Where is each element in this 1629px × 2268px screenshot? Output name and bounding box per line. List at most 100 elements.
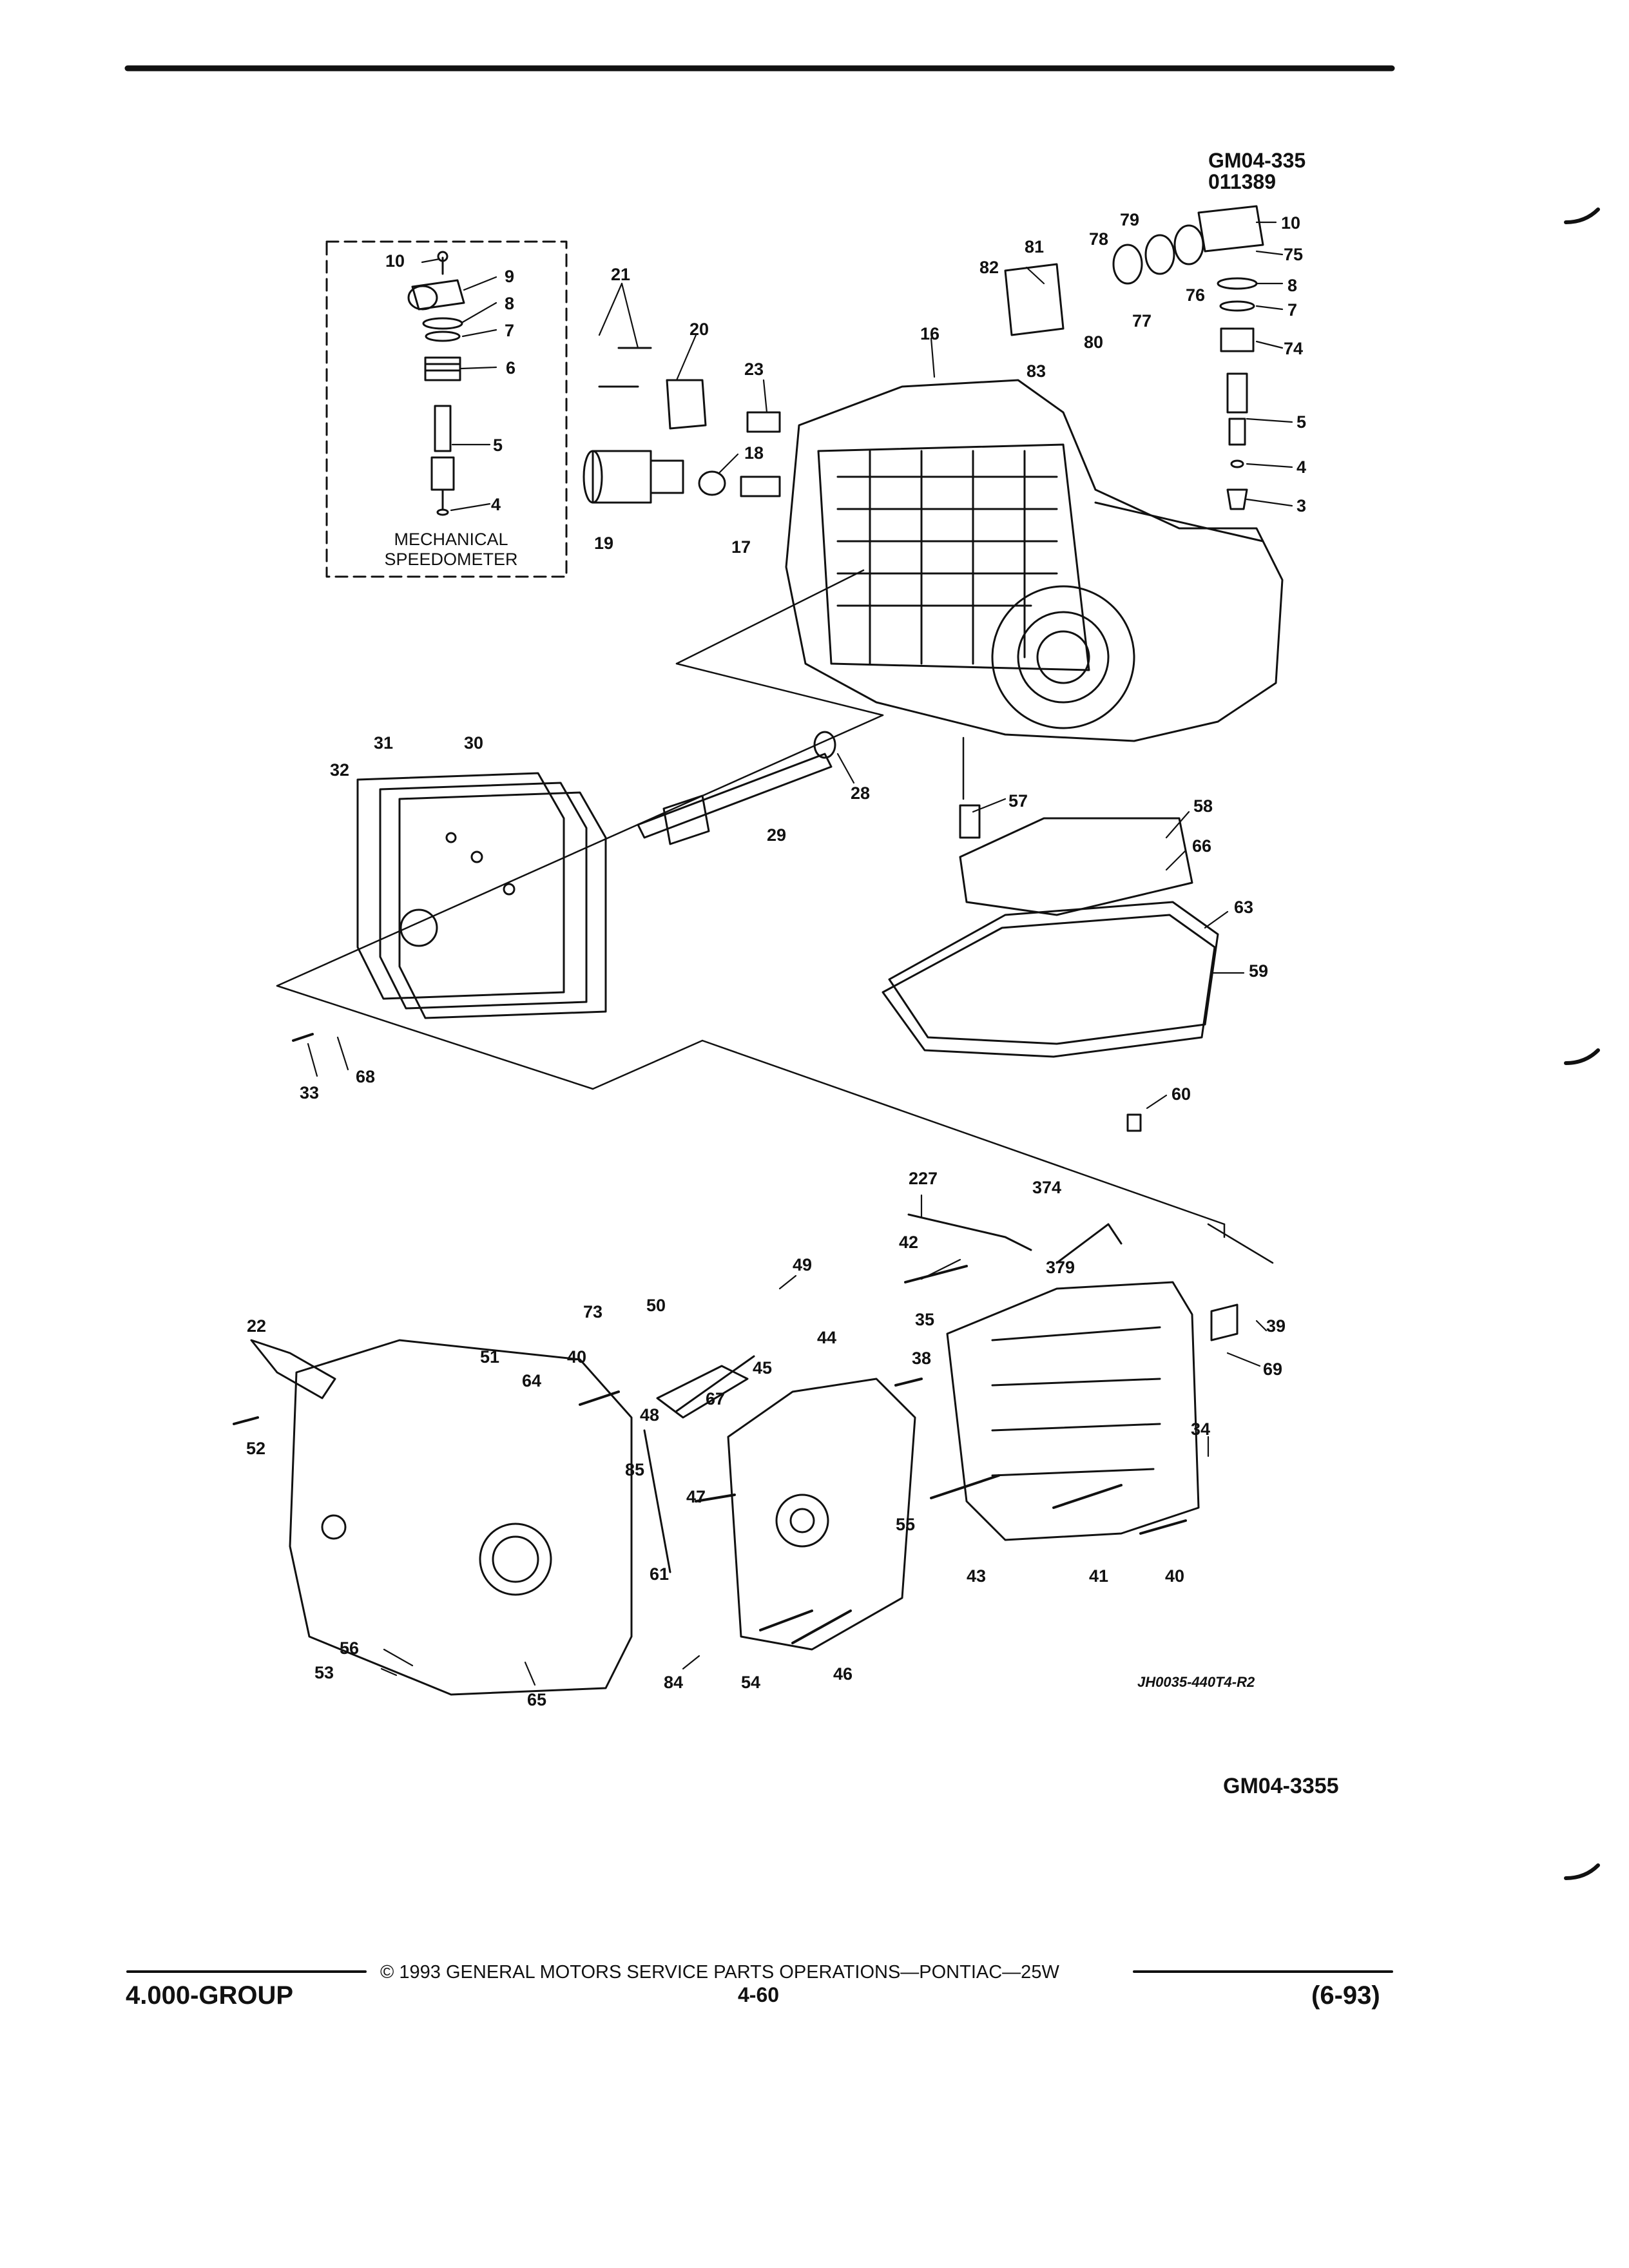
callout-label: 4 [1296, 457, 1307, 477]
callout-label: 30 [464, 733, 484, 753]
callout-label: 83 [1027, 361, 1046, 381]
callout-label: 74 [1284, 339, 1304, 358]
callout-label: 29 [767, 825, 787, 845]
callout-label: 379 [1046, 1258, 1075, 1277]
callout-label: 8 [505, 294, 515, 313]
callout-label: 55 [896, 1515, 916, 1534]
callout-label: 81 [1025, 237, 1045, 256]
sensor-group [583, 347, 781, 504]
callout-label: 10 [1281, 213, 1301, 233]
callout-label: 43 [967, 1566, 987, 1586]
inset-caption-line1: MECHANICAL [394, 530, 508, 549]
callout-label: 9 [505, 267, 515, 286]
callout-label: 44 [817, 1328, 837, 1347]
footer-group: 4.000-GROUP [126, 1981, 294, 2010]
art-reference: JH0035-440T4-R2 [1137, 1674, 1255, 1690]
assembly-guide-lines [276, 569, 1274, 1264]
callout-label: 48 [640, 1405, 660, 1425]
case-cover-valve-body [907, 1213, 1239, 1541]
callout-label: 16 [920, 324, 940, 343]
callout-label: 77 [1132, 311, 1152, 331]
callout-label: 33 [300, 1083, 320, 1102]
callout-label: 53 [314, 1663, 334, 1682]
callout-label: 374 [1032, 1178, 1062, 1197]
binding-mark [1564, 207, 1600, 224]
callout-label: 76 [1186, 285, 1206, 305]
callout-label: 22 [247, 1316, 267, 1336]
callout-label: 18 [744, 443, 764, 463]
callout-label: 85 [625, 1460, 645, 1479]
callout-label: 66 [1192, 836, 1212, 856]
callout-label: 35 [915, 1310, 935, 1329]
figure-code-bottom: GM04-3355 [1223, 1774, 1339, 1798]
callout-label: 65 [527, 1690, 547, 1709]
callout-label: 7 [505, 321, 515, 340]
footer-date: (6-93) [1311, 1981, 1380, 2010]
leader-lines [307, 221, 1293, 1686]
oil-pump-shaft [637, 731, 836, 845]
callout-label: 73 [583, 1302, 603, 1321]
callout-label: 75 [1284, 245, 1304, 264]
transmission-case [785, 379, 1284, 742]
callout-label: 23 [744, 360, 764, 379]
callout-label: 227 [909, 1169, 938, 1188]
binding-mark [1564, 1048, 1600, 1065]
callout-label: 56 [340, 1639, 360, 1658]
inset-speedometer-parts [407, 251, 465, 516]
valve-body-spacer-plates [356, 772, 607, 1019]
callout-label: 82 [979, 258, 999, 277]
callout-label: 40 [567, 1347, 587, 1367]
callout-label: 67 [706, 1389, 726, 1408]
callout-label: 80 [1084, 332, 1104, 352]
callout-label: 45 [753, 1358, 773, 1378]
callout-label: 84 [664, 1673, 684, 1692]
callout-label: 64 [522, 1371, 542, 1390]
callout-label: 32 [330, 760, 350, 780]
callout-label: 79 [1120, 210, 1140, 229]
callout-label: 21 [611, 265, 631, 284]
bolts [233, 1033, 1187, 1644]
callout-label: 10 [385, 251, 405, 271]
callout-label: 4 [491, 495, 501, 514]
callout-label: 34 [1191, 1419, 1211, 1439]
callout-label: 28 [851, 783, 871, 803]
callout-label: 40 [1165, 1566, 1185, 1586]
callout-label: 69 [1263, 1360, 1283, 1379]
callout-label: 19 [594, 533, 614, 553]
callout-label: 20 [689, 320, 709, 339]
speedometer-inset-box [325, 240, 568, 578]
callout-label: 17 [731, 537, 751, 557]
control-valve-body [643, 1355, 916, 1651]
callout-label: 60 [1171, 1084, 1191, 1104]
callout-label: 5 [1296, 412, 1307, 432]
filter-and-pan [882, 804, 1219, 1132]
inset-caption-line2: SPEEDOMETER [384, 550, 518, 570]
callout-label: 52 [246, 1439, 266, 1458]
callout-label: 6 [506, 358, 516, 378]
callout-label: 59 [1249, 961, 1269, 981]
callout-label: 51 [480, 1347, 500, 1367]
callout-label: 42 [899, 1233, 919, 1252]
callout-label: 58 [1193, 796, 1213, 816]
figure-code-top: GM04-335 [1208, 149, 1306, 172]
footer-copyright: © 1993 GENERAL MOTORS SERVICE PARTS OPER… [380, 1962, 1059, 1983]
callout-label: 54 [741, 1673, 761, 1692]
callout-label: 31 [374, 733, 394, 753]
callout-label: 61 [650, 1564, 670, 1584]
callout-label: 50 [646, 1296, 666, 1315]
callout-label: 8 [1287, 276, 1298, 295]
inset-caption: MECHANICAL SPEEDOMETER [361, 530, 541, 570]
footer-page-number: 4-60 [738, 1983, 780, 2006]
callout-label: 49 [793, 1255, 813, 1274]
binding-mark [1564, 1863, 1600, 1880]
callout-label: 63 [1234, 898, 1254, 917]
callout-label: 46 [833, 1664, 853, 1684]
callout-label: 47 [686, 1487, 706, 1506]
callout-label: 41 [1089, 1566, 1109, 1586]
callout-label: 3 [1296, 496, 1307, 515]
figure-code-sub: 011389 [1208, 170, 1277, 193]
callout-label: 39 [1266, 1316, 1286, 1336]
callout-label: 57 [1008, 791, 1028, 811]
